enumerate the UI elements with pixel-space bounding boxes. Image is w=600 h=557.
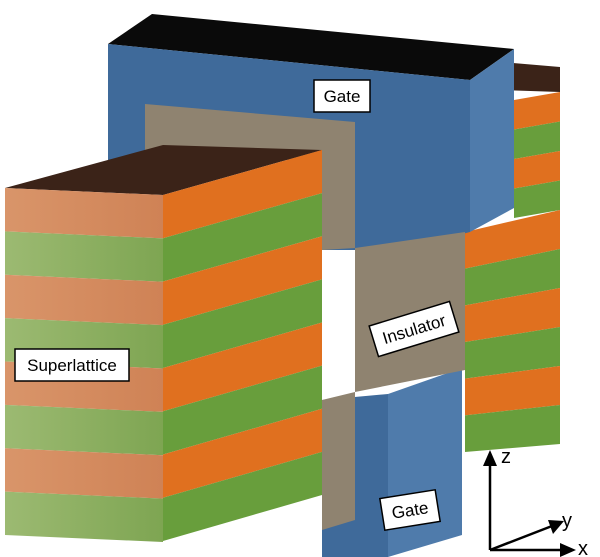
- front-layer: [5, 404, 163, 456]
- z-axis-label: z: [501, 446, 511, 468]
- back-layer: [514, 151, 560, 189]
- gate-top-text: Gate: [324, 87, 361, 106]
- side-layer: [163, 279, 322, 368]
- coordinate-axes: z y x: [483, 446, 588, 557]
- back-layer: [465, 249, 560, 306]
- gate-bottom-label: Gate: [378, 488, 442, 532]
- back-layer: [514, 121, 560, 159]
- z-axis-arrow: [483, 450, 497, 466]
- side-layer: [163, 236, 322, 325]
- back-layer: [514, 92, 560, 130]
- side-layer: [163, 322, 322, 412]
- back-layer: [465, 288, 560, 342]
- superlattice-label: Superlattice: [14, 348, 130, 382]
- front-superlattice: [5, 145, 322, 542]
- side-superlattice-layers: [163, 150, 322, 541]
- front-layer: [5, 448, 163, 499]
- insulator-upper: [145, 104, 355, 250]
- gate-top-face: [108, 14, 514, 80]
- side-layer: [163, 150, 322, 239]
- x-axis-label: x: [578, 538, 588, 557]
- front-layer: [5, 231, 163, 282]
- side-layer: [163, 451, 322, 541]
- superlattice-text: Superlattice: [27, 356, 117, 375]
- back-superlattice-layers: [465, 90, 560, 452]
- back-superlattice: [465, 63, 560, 452]
- gate-top-label: Gate: [313, 79, 371, 113]
- y-axis-line: [489, 524, 553, 552]
- side-layer: [163, 193, 322, 282]
- y-axis-arrow: [548, 520, 564, 534]
- back-layer: [465, 366, 560, 416]
- back-layer: [465, 405, 560, 452]
- side-layer: [163, 408, 322, 498]
- x-axis-arrow: [560, 543, 576, 557]
- back-layer: [465, 327, 560, 379]
- side-layer: [163, 365, 322, 455]
- front-layer: [5, 274, 163, 326]
- back-layer: [514, 180, 560, 218]
- y-axis-label: y: [562, 510, 572, 532]
- front-layer: [5, 491, 163, 542]
- front-layer: [5, 188, 163, 239]
- front-superlattice-top: [5, 145, 322, 195]
- gate-top-side: [470, 49, 514, 232]
- back-layer: [465, 210, 560, 269]
- back-superlattice-top: [500, 63, 560, 92]
- insulator-lower: [322, 392, 355, 530]
